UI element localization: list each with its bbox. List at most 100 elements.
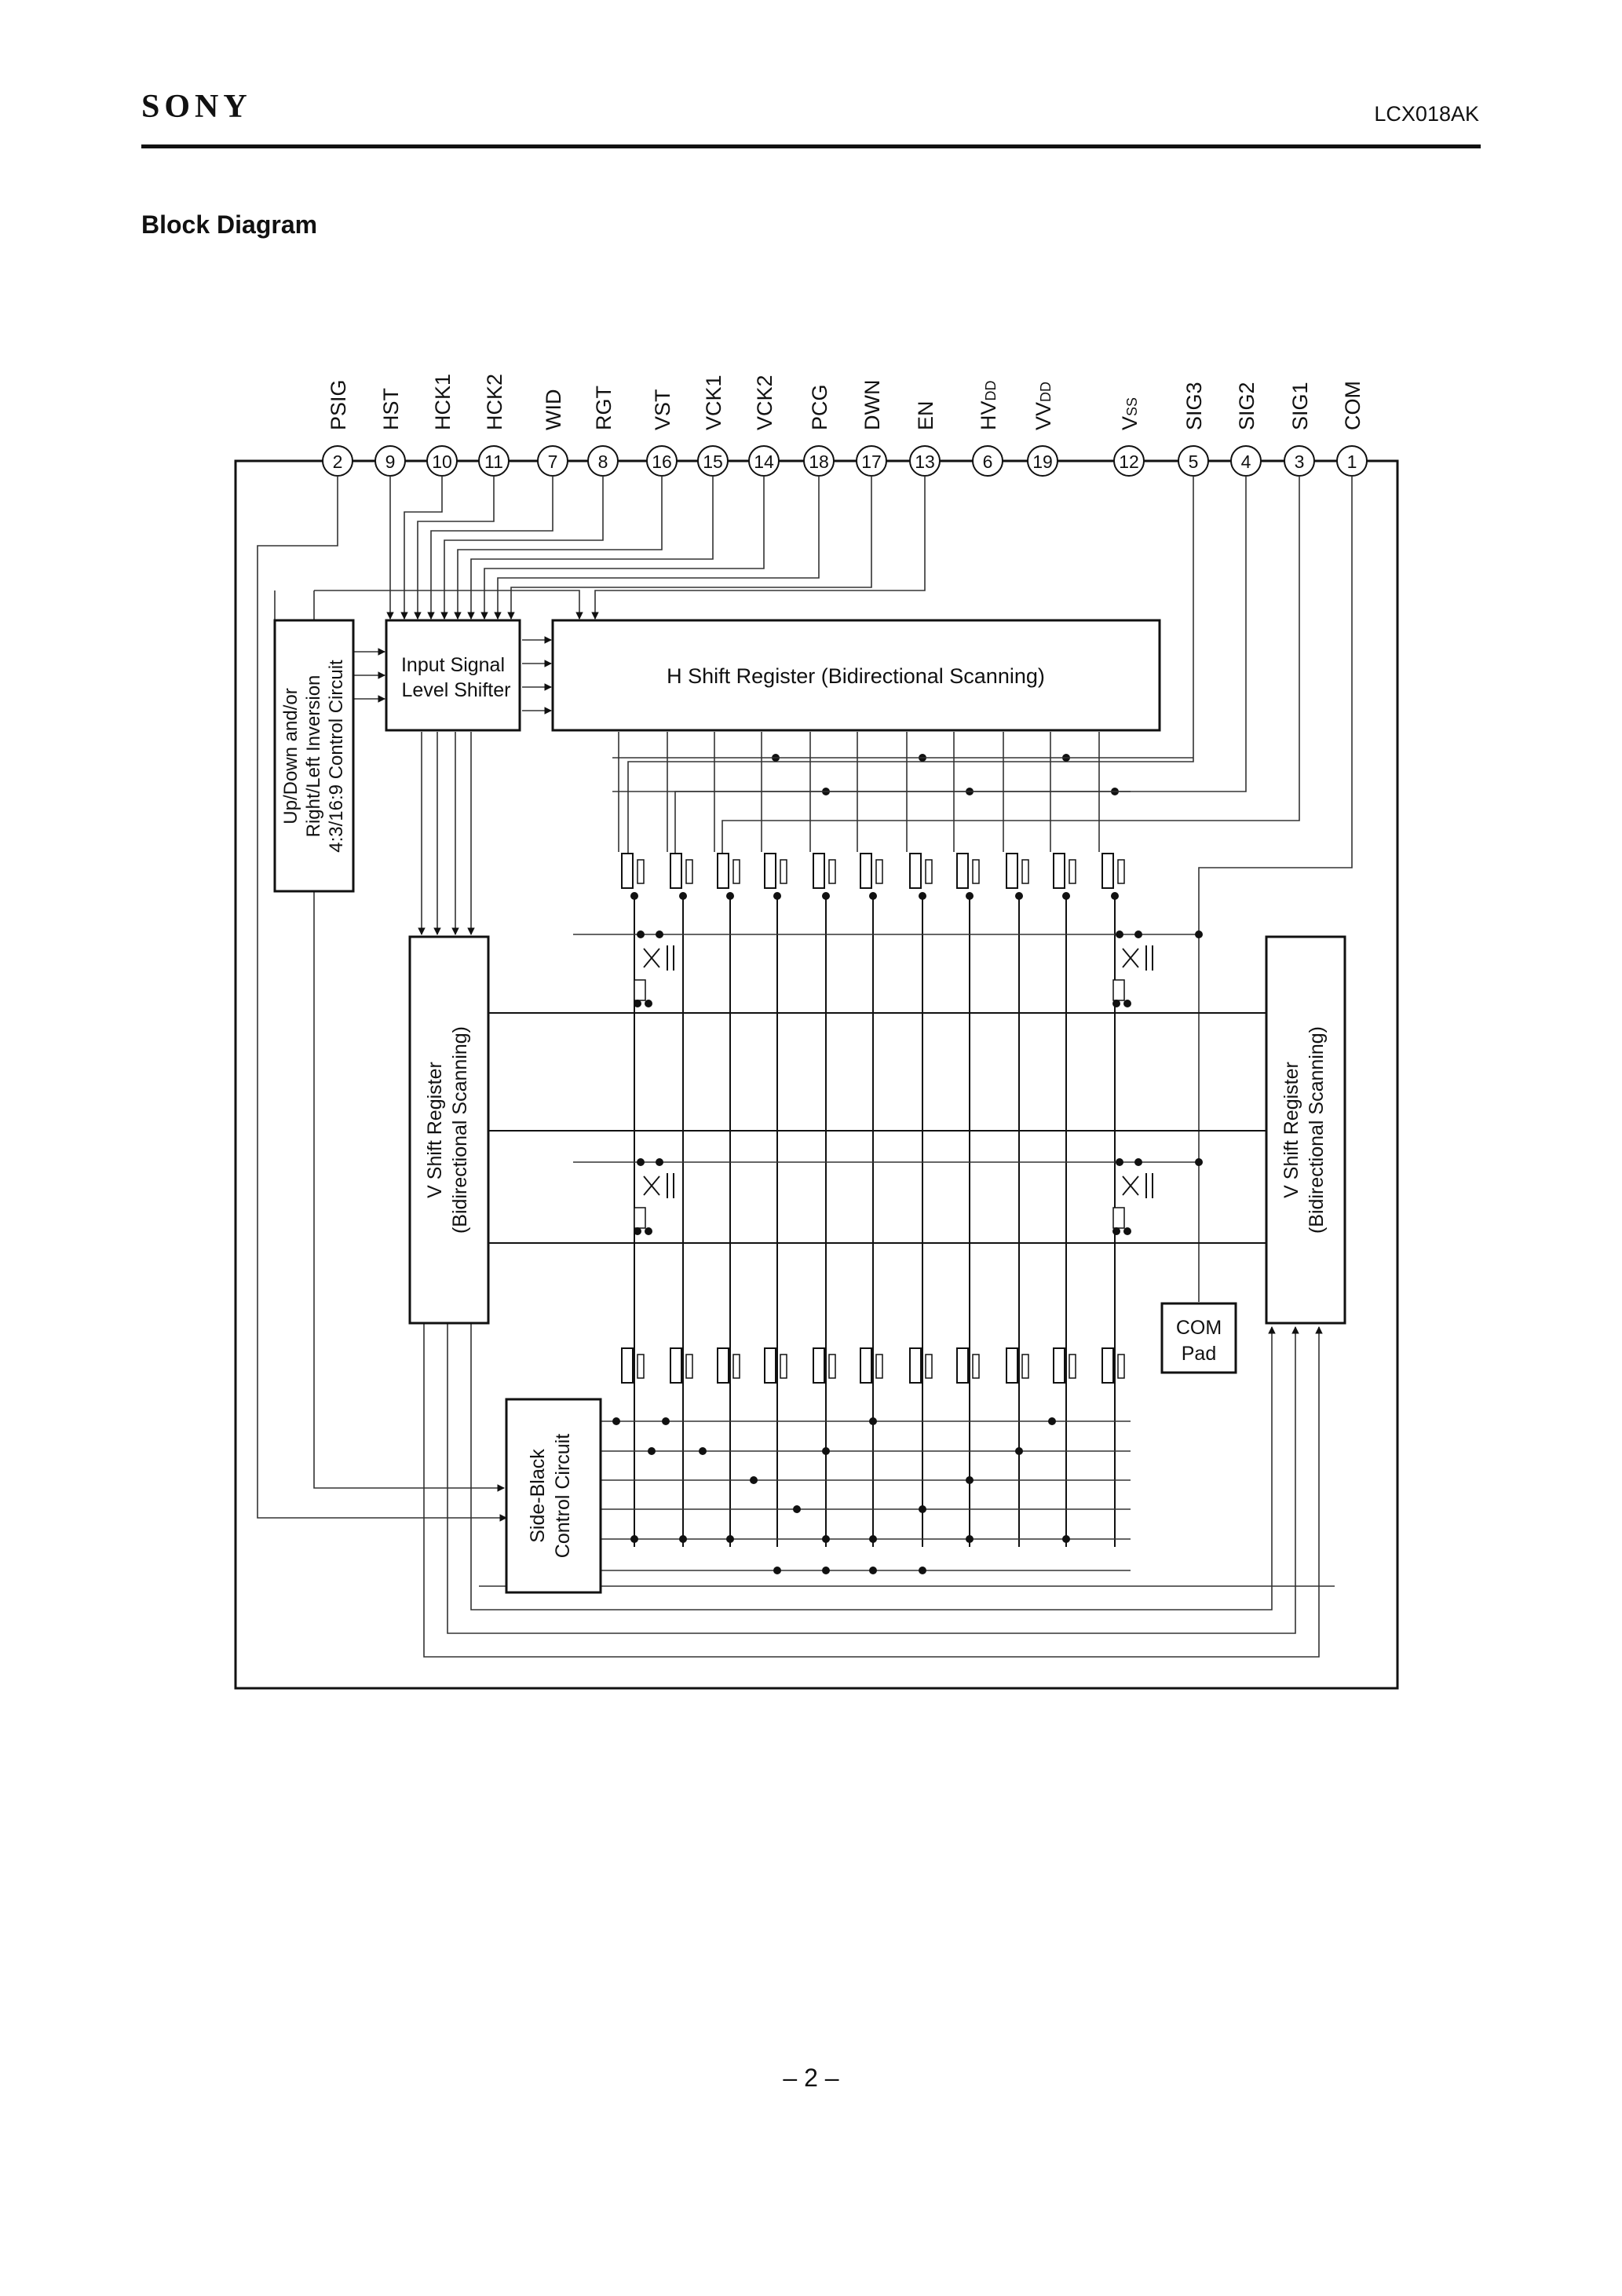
com-pad-line-2: Pad [1182,1343,1216,1365]
control-line-1: Up/Down and/or [280,688,301,824]
top-switch-transistor [1006,853,1018,889]
pin-label: HVDD [977,380,1000,430]
pin-3: 3 SIG1 [1284,382,1315,477]
page-number: – 2 – [783,2064,839,2092]
top-switch-transistor [1101,853,1114,889]
pin-number: 1 [1347,452,1357,472]
input-level-shifter-block: Input Signal Level Shifter [385,619,521,732]
pin-label: EN [914,400,937,430]
top-switch-transistor [764,853,776,889]
side-black-line-1: Side-Black [527,1449,549,1543]
bottom-switch-transistor [860,1347,872,1384]
pin-17: 17 DWN [856,380,887,477]
document-id: LCX018AK [1374,102,1479,126]
control-line-3: 4:3/16:9 Control Circuit [326,660,347,853]
bottom-switch-transistor [1053,1347,1065,1384]
pin-number: 14 [754,452,774,472]
pixel-cell [1112,945,1153,1001]
side-black-control-block: Side-Black Control Circuit [505,1398,602,1594]
pin-5: 5 SIG3 [1178,382,1209,477]
pin-number: 17 [861,452,882,472]
pin-label: DWN [860,380,884,430]
shifter-line-1: Input Signal [401,654,505,676]
com-pad-line-1: COM [1176,1317,1222,1339]
pin-label: VST [651,389,674,430]
pixel-cell [634,945,674,1001]
top-switch-transistor [909,853,922,889]
pin-number: 3 [1295,452,1305,472]
pin-number: 5 [1189,452,1199,472]
pin-19: 19 VVDD [1027,382,1058,477]
pin-label: HCK1 [431,374,455,430]
com-pad-block: COM Pad [1160,1302,1237,1374]
pin-label: RGT [592,386,616,430]
top-switch-transistor [813,853,825,889]
pin-number: 13 [915,452,935,472]
control-line-2: Right/Left Inversion [303,675,324,838]
v-shift-right-line-1: V Shift Register [1280,1062,1302,1198]
v-shift-register-left-block: V Shift Register (Bidirectional Scanning… [408,935,490,1325]
top-switch-transistor [956,853,969,889]
pin-7: 7 WID [537,389,568,477]
pin-number: 11 [484,452,503,472]
pin-label: PCG [808,384,831,430]
bottom-switch-transistor [1101,1347,1114,1384]
v-shift-right-line-2: (Bidirectional Scanning) [1306,1026,1328,1234]
pin-label: HST [379,388,403,430]
pin-label: WID [542,389,565,430]
top-switch-transistor [717,853,729,889]
pin-label: COM [1341,381,1364,430]
pin-label: SIG2 [1235,382,1259,430]
pin-4: 4 SIG2 [1230,382,1262,477]
v-shift-register-right-block: V Shift Register (Bidirectional Scanning… [1265,935,1346,1325]
top-switch-transistor [670,853,682,889]
bottom-switch-transistor [717,1347,729,1384]
top-switch-transistor [860,853,872,889]
pin-13: 13 EN [909,400,941,477]
updown-control-block: Up/Down and/or Right/Left Inversion 4:3/… [273,619,355,893]
pin-number: 2 [333,452,343,472]
side-black-line-2: Control Circuit [552,1434,574,1558]
pixel-cell [634,1173,674,1229]
bottom-switch-transistor [956,1347,969,1384]
pin-number: 4 [1241,452,1251,472]
pin-1: 1 COM [1336,381,1368,477]
pin-number: 12 [1119,452,1139,472]
pin-8: 8 RGT [587,386,619,477]
pin-16: 16 VST [646,389,678,477]
pin-label: SIG3 [1182,382,1206,430]
bottom-switch-transistor [670,1347,682,1384]
bottom-switch-transistor [813,1347,825,1384]
signal-wires [257,476,1353,1658]
pin-label: PSIG [327,379,350,430]
v-shift-left-line-1: V Shift Register [424,1062,446,1198]
pin-number: 7 [548,452,558,472]
pin-label: VVDD [1032,382,1055,430]
pin-12: 12 VSS [1113,397,1145,477]
pin-label: VSS [1118,397,1142,430]
pin-number: 16 [652,452,672,472]
v-shift-left-line-2: (Bidirectional Scanning) [449,1026,471,1234]
pin-label: VCK1 [702,375,725,430]
pixel-cell [1112,1173,1153,1229]
pin-label: SIG1 [1288,382,1312,430]
h-shift-register-block: H Shift Register (Bidirectional Scanning… [551,619,1161,732]
sony-logo: SONY [141,89,252,125]
section-title: Block Diagram [141,210,318,239]
pin-number: 8 [598,452,608,472]
bottom-switch-transistor [1006,1347,1018,1384]
bottom-switch-transistor [909,1347,922,1384]
pin-2: 2 PSIG [322,379,353,477]
shifter-line-2: Level Shifter [402,679,511,701]
top-switch-transistor [1053,853,1065,889]
header-rule [141,144,1481,148]
pin-number: 19 [1032,452,1053,472]
